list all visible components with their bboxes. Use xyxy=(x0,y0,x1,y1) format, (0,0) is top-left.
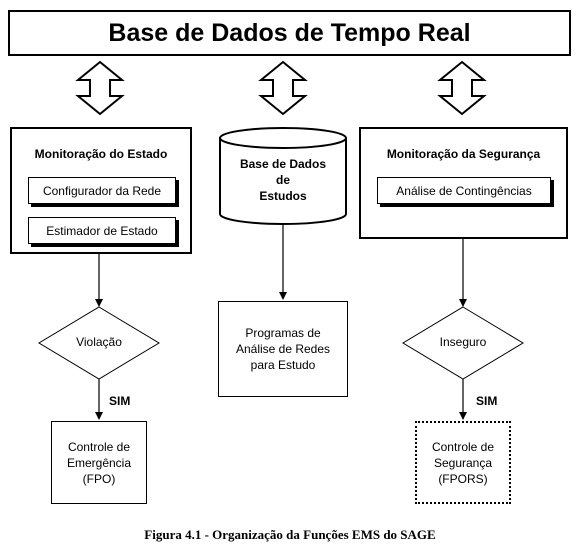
violation-decision-label: Violação xyxy=(76,335,122,349)
left-yes-label: SIM xyxy=(109,394,131,408)
network-configurator-box: Configurador da Rede xyxy=(28,177,176,204)
study-programs-box: Programas de Análise de Redes para Estud… xyxy=(218,301,348,397)
double-arrow-left xyxy=(75,60,125,116)
insecure-decision-label: Inseguro xyxy=(439,335,487,349)
state-monitoring-title: Monitoração do Estado xyxy=(34,147,168,161)
security-control-box: Controle de Segurança (FPORS) xyxy=(415,421,511,504)
state-estimator-label: Estimador de Estado xyxy=(46,223,158,238)
decision-diamond-right xyxy=(402,306,524,380)
double-arrow-middle xyxy=(258,60,308,116)
contingency-analysis-label: Análise de Contingências xyxy=(396,183,532,198)
security-monitoring-title: Monitoração da Segurança xyxy=(386,147,541,161)
database-cylinder xyxy=(219,127,347,225)
emergency-control-box: Controle de Emergência (FPO) xyxy=(51,421,147,504)
state-estimator-box: Estimador de Estado xyxy=(28,217,176,244)
study-database-label: Base de Dados de Estudos xyxy=(239,157,327,203)
page-title: Base de Dados de Tempo Real xyxy=(108,18,471,47)
decision-diamond-left xyxy=(38,306,160,380)
double-arrow-right xyxy=(437,60,487,116)
realtime-database-title-box: Base de Dados de Tempo Real xyxy=(8,10,571,56)
network-configurator-label: Configurador da Rede xyxy=(42,183,162,198)
right-yes-label: SIM xyxy=(476,394,498,408)
contingency-analysis-box: Análise de Contingências xyxy=(377,177,551,204)
state-monitoring-box: Monitoração do Estado Configurador da Re… xyxy=(10,127,192,254)
figure-caption: Figura 4.1 - Organização da Funções EMS … xyxy=(144,527,436,542)
security-monitoring-box: Monitoração da Segurança Análise de Cont… xyxy=(359,127,568,239)
